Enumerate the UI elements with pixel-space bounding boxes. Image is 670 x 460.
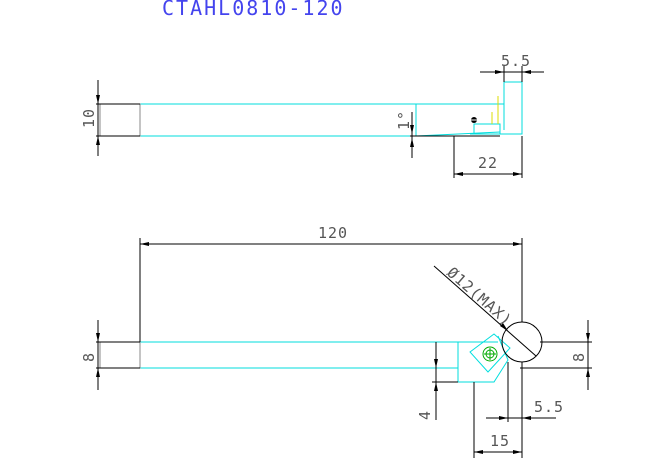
insert-screw-icon (482, 346, 498, 362)
top-left-height-label: 8 (80, 352, 98, 362)
top-head-length-label: 15 (490, 432, 510, 450)
dim-side-insert-length (453, 136, 523, 178)
side-tip-width-label: 5.5 (501, 52, 531, 70)
side-shank-end (99, 103, 141, 137)
dim-circle-diameter (433, 265, 537, 357)
side-angle-label: 1° (395, 110, 413, 130)
dim-side-tip-width (480, 66, 544, 82)
side-view: 10 5.5 1° 22 (80, 52, 544, 178)
side-height-label: 10 (80, 108, 98, 128)
dim-overall-length (139, 238, 523, 342)
side-head (470, 81, 523, 135)
drawing-title: CTAHL0810-120 (162, 0, 345, 20)
dim-top-right-height (520, 320, 592, 390)
top-offset-label: 4 (416, 410, 434, 420)
dim-top-tip-offset (486, 362, 556, 458)
side-insert-length-label: 22 (478, 154, 498, 172)
dim-top-offset (432, 342, 458, 420)
circle-diameter-label: Ø12(MAX) (443, 263, 515, 329)
top-shank (139, 341, 459, 369)
side-shank (139, 103, 417, 137)
top-tip-offset-label: 5.5 (534, 398, 564, 416)
dim-top-head-length (473, 382, 522, 458)
insert (469, 333, 511, 373)
dim-side-height (96, 80, 140, 156)
top-view: 120 Ø12(MAX) 8 8 (80, 224, 592, 458)
top-shank-end (99, 341, 141, 369)
top-right-height-label: 8 (570, 352, 588, 362)
dim-side-angle (410, 112, 500, 158)
dim-top-left-height (96, 320, 140, 390)
overall-length-label: 120 (318, 224, 348, 242)
